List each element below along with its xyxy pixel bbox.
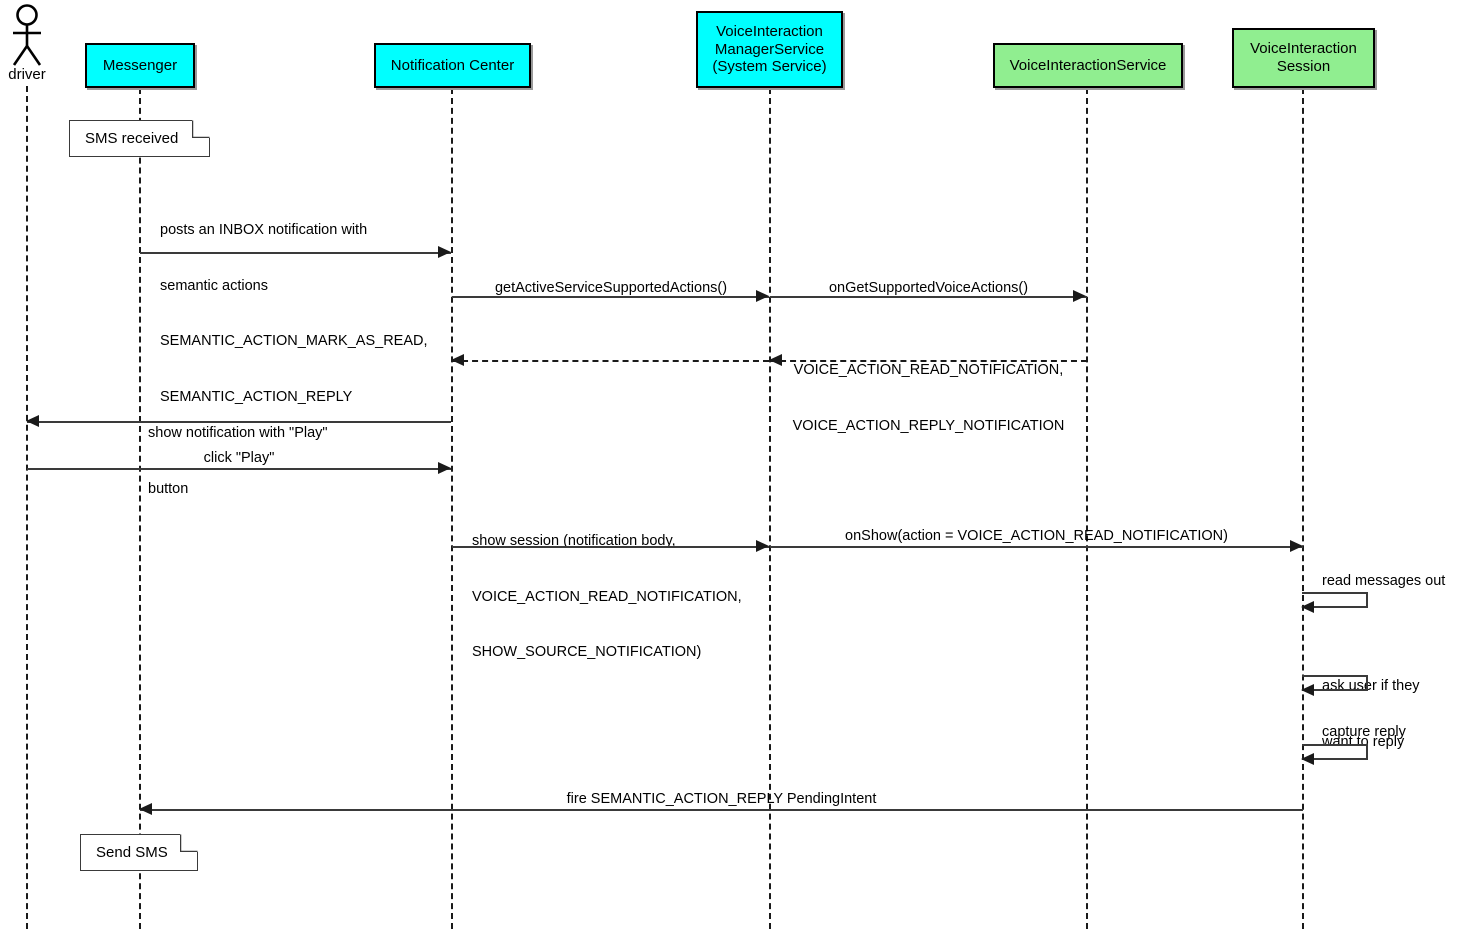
message-label-line: SEMANTIC_ACTION_MARK_AS_READ, [160,333,428,350]
message-label-capture-reply: capture reply [1322,724,1406,740]
arrowhead-right-icon [756,540,769,552]
self-message-loop-capture-reply [1302,744,1368,760]
participant-label-vims-line1: VoiceInteraction [716,22,823,40]
participant-label-vi-session-line1: VoiceInteraction [1250,40,1357,58]
message-label-line: show notification with "Play" [148,425,328,442]
lifeline-voiceinteraction-service [1086,88,1088,929]
message-label-read-messages-out: read messages out [1322,573,1446,589]
actor-driver[interactable] [4,4,50,66]
message-label-line: SEMANTIC_ACTION_REPLY [160,389,353,406]
message-label-show-session: show session (notification body, VOICE_A… [472,495,772,699]
lifeline-notification-center [451,88,453,929]
message-label-line: SHOW_SOURCE_NOTIFICATION) [472,644,702,661]
message-label-line: VOICE_ACTION_REPLY_NOTIFICATION [792,417,1065,434]
arrowhead-right-icon [756,290,769,302]
message-label-voice-action-return: VOICE_ACTION_READ_NOTIFICATION, VOICE_AC… [770,324,1087,472]
message-label-line: semantic actions [160,277,268,294]
message-arrow-on-show [770,546,1303,548]
arrowhead-left-icon [1301,601,1314,613]
message-label-line: button [148,480,189,497]
arrowhead-left-icon [769,354,782,366]
lifeline-voiceinteraction-session [1302,88,1304,929]
message-label-line: show session (notification body, [472,533,676,550]
arrowhead-left-icon [451,354,464,366]
message-label-get-active-service-supported-actions: getActiveServiceSupportedActions() [494,280,728,296]
actor-label-driver: driver [8,66,46,83]
participant-label-vims-line3: (System Service) [712,58,827,76]
participant-voiceinteraction-manager-service[interactable]: VoiceInteraction ManagerService (System … [696,11,843,88]
self-message-loop-ask-user-if-they-want-to-reply [1302,675,1368,691]
message-label-posts-inbox-notification: posts an INBOX notification with semanti… [160,184,580,444]
arrowhead-right-icon [1073,290,1086,302]
message-label-line: posts an INBOX notification with [160,222,368,239]
participant-voiceinteraction-session[interactable]: VoiceInteraction Session [1232,28,1375,88]
message-label-fire-semantic-action-reply-pendingintent: fire SEMANTIC_ACTION_REPLY PendingIntent [566,791,877,807]
note-body-shape [80,834,198,871]
arrowhead-right-icon [438,462,451,474]
participant-voiceinteraction-service[interactable]: VoiceInteractionService [993,43,1183,88]
participant-label-messenger: Messenger [102,56,178,74]
message-arrow-supported-actions-return [452,360,769,362]
participant-label-vims-line2: ManagerService [714,40,825,58]
participant-label-vi-session-line2: Session [1276,58,1331,75]
arrowhead-left-icon [1301,684,1314,696]
self-message-loop-read-messages-out [1302,592,1368,608]
message-label-line: VOICE_ACTION_READ_NOTIFICATION, [793,362,1064,379]
message-arrow-get-active-service-supported-actions [452,296,769,298]
note-fold-corner-icon [192,120,210,138]
note-body-shape [69,120,210,157]
arrowhead-right-icon [1290,540,1303,552]
stick-figure-actor-icon [12,4,42,66]
note-send-sms: Send SMS [80,834,198,871]
message-label-on-show: onShow(action = VOICE_ACTION_READ_NOTIFI… [845,528,1228,544]
arrowhead-left-icon [26,415,39,427]
message-arrow-posts-inbox-notification [140,252,451,254]
participant-label-voiceinteraction-service: VoiceInteractionService [1009,56,1167,74]
arrowhead-left-icon [139,803,152,815]
message-arrow-fire-semantic-action-reply-pendingintent [140,809,1303,811]
message-label-on-get-supported-voice-actions: onGetSupportedVoiceActions() [828,280,1029,296]
participant-label-notification-center: Notification Center [390,56,515,74]
lifeline-driver [26,86,28,929]
message-arrow-voice-action-return [770,360,1087,362]
message-arrow-show-notification-with-play-button [27,421,451,423]
lifeline-voiceinteraction-manager-service [769,88,771,929]
note-text-send-sms: Send SMS [96,844,168,861]
note-text-sms-received: SMS received [85,130,179,147]
note-fold-corner-icon [180,834,198,852]
message-label-line: VOICE_ACTION_READ_NOTIFICATION, [472,588,742,605]
message-label-click-play: click "Play" [203,450,275,466]
arrowhead-left-icon [1301,753,1314,765]
participant-notification-center[interactable]: Notification Center [374,43,531,88]
arrowhead-right-icon [438,246,451,258]
note-sms-received: SMS received [69,120,210,157]
message-arrow-show-session [452,546,769,548]
participant-messenger[interactable]: Messenger [85,43,195,88]
lifeline-messenger [139,88,141,929]
message-label-show-notification-with-play-button: show notification with "Play" button [148,387,478,535]
message-arrow-on-get-supported-voice-actions [770,296,1087,298]
message-label-ask-user-if-they-want-to-reply: ask user if they want to reply [1322,640,1457,788]
message-arrow-click-play [27,468,451,470]
